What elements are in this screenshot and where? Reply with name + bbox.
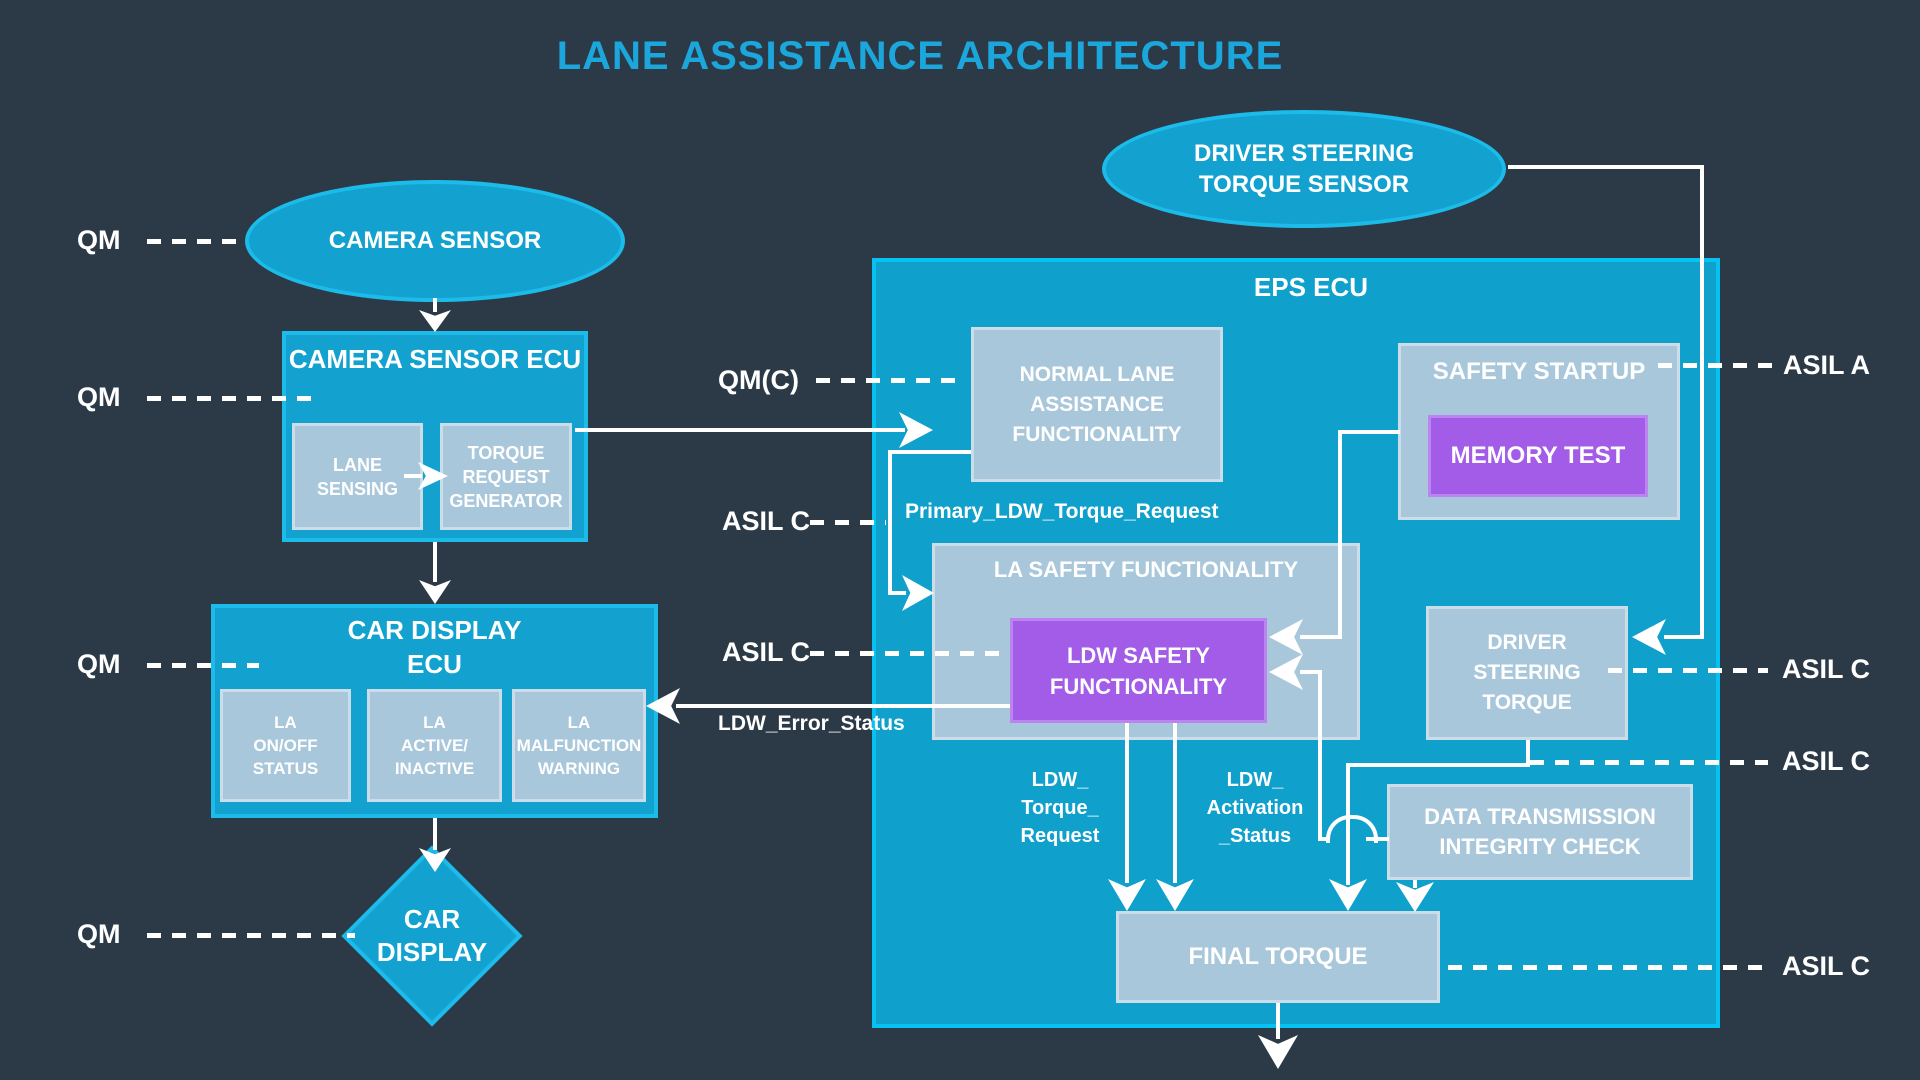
torque-sensor-line-vertical <box>1700 165 1704 639</box>
asil-c-driver-steering-torque-dash <box>1608 668 1768 673</box>
memory-test-box: MEMORY TEST <box>1428 415 1648 497</box>
qm-label-car-display: QM <box>77 919 121 949</box>
torque-sensor-line-bottom <box>1664 635 1704 639</box>
data-check-to-ldw-line-stub-left <box>1318 837 1330 841</box>
asil-c-label-primary-request: ASIL C <box>722 506 811 536</box>
asil-a-safety-startup-dash <box>1658 363 1772 368</box>
page-title: LANE ASSISTANCE ARCHITECTURE <box>556 34 1284 78</box>
data-check-to-final-line <box>1413 880 1417 888</box>
asil-a-label-safety-startup: ASIL A <box>1783 350 1871 380</box>
camera-sensor-to-ecu-line <box>433 298 437 312</box>
safety-startup-to-ldw-line-vertical <box>1338 430 1342 639</box>
camera-ecu-to-display-ecu-line <box>433 542 437 582</box>
driver-steering-torque-sensor-label: DRIVER STEERING TORQUE SENSOR <box>1193 140 1415 198</box>
asil-c-label-final-torque: ASIL C <box>1782 951 1871 981</box>
qmc-normal-lane-dash <box>816 378 964 383</box>
qm-label-camera-ecu: QM <box>77 382 121 412</box>
asil-c-ldw-safety-dash <box>810 651 1006 656</box>
line-crossing-hop-icon <box>1326 815 1378 843</box>
dst-to-final-line-vertical <box>1346 763 1350 885</box>
la-malfunction-warning-box: LA MALFUNCTION WARNING <box>512 689 646 802</box>
final-torque-label: FINAL TORQUE <box>1188 943 1368 970</box>
lane-sensing-label: LANE SENSING <box>316 454 399 499</box>
la-safety-functionality-label: LA SAFETY FUNCTIONALITY <box>993 557 1299 582</box>
qm-camera-sensor-dash <box>147 239 247 244</box>
dst-to-final-line-horizontal <box>1346 763 1530 767</box>
safety-startup-label: SAFETY STARTUP <box>1432 358 1646 385</box>
eps-ecu-title: EPS ECU <box>1253 272 1369 302</box>
driver-steering-torque-label: DRIVER STEERING TORQUE <box>1473 631 1581 714</box>
asil-c-label-data-check: ASIL C <box>1782 746 1871 776</box>
normal-lane-to-la-safety-line-top <box>888 450 971 454</box>
ldw-torque-request-line <box>1125 723 1129 883</box>
qmc-label-normal-lane: QM(C) <box>718 365 799 395</box>
qm-car-display-dash <box>147 933 355 938</box>
ldw-safety-functionality-label: LDW SAFETY FUNCTIONALITY <box>1049 642 1228 699</box>
camera-ecu-to-eps-line <box>575 428 905 432</box>
final-torque-output-line <box>1276 1003 1280 1039</box>
normal-lane-assistance-functionality-label: NORMAL LANE ASSISTANCE FUNCTIONALITY <box>1012 362 1182 446</box>
driver-steering-torque-box: DRIVER STEERING TORQUE <box>1426 606 1628 740</box>
la-on-off-status-box: LA ON/OFF STATUS <box>220 689 351 802</box>
driver-steering-torque-sensor-ellipse: DRIVER STEERING TORQUE SENSOR <box>1102 110 1506 228</box>
normal-lane-assistance-functionality-box: NORMAL LANE ASSISTANCE FUNCTIONALITY <box>971 327 1223 482</box>
asil-c-label-ldw-safety: ASIL C <box>722 637 811 667</box>
ldw-error-status-line <box>676 704 1010 708</box>
data-check-to-ldw-line-vertical <box>1318 670 1322 841</box>
qm-label-camera-sensor: QM <box>77 225 121 255</box>
data-transmission-integrity-check-label: DATA TRANSMISSION INTEGRITY CHECK <box>1424 804 1656 859</box>
data-check-to-ldw-line-top <box>1300 670 1322 674</box>
camera-ecu-to-display-ecu-arrowhead-icon <box>419 580 451 604</box>
ldw-error-status-label: LDW_Error_Status <box>718 712 905 735</box>
asil-c-data-check-dash <box>1530 760 1768 765</box>
display-ecu-to-display-line <box>433 818 437 850</box>
safety-startup-to-ldw-line-bottom <box>1300 635 1342 639</box>
primary-ldw-torque-request-label: Primary_LDW_Torque_Request <box>905 500 1219 523</box>
camera-sensor-ecu-label: CAMERA SENSOR ECU <box>288 344 582 374</box>
qm-car-display-ecu-dash <box>147 663 259 668</box>
normal-lane-to-la-safety-line-vertical <box>888 450 892 595</box>
qm-label-car-display-ecu: QM <box>77 649 121 679</box>
camera-sensor-label: CAMERA SENSOR <box>328 227 542 254</box>
asil-c-final-torque-dash <box>1448 965 1768 970</box>
asil-c-primary-request-dash <box>810 520 886 525</box>
safety-startup-to-ldw-line-top <box>1338 430 1400 434</box>
normal-lane-to-la-safety-line-bottom <box>892 591 906 595</box>
car-display-label: CAR DISPLAY <box>376 904 488 967</box>
qm-camera-ecu-dash <box>147 396 320 401</box>
camera-sensor-to-ecu-arrowhead-icon <box>419 310 451 332</box>
lane-sensing-to-generator-line <box>404 474 422 478</box>
lane-sensing-box: LANE SENSING <box>292 423 423 530</box>
asil-c-label-driver-steering-torque: ASIL C <box>1782 654 1871 684</box>
data-transmission-integrity-check-box: DATA TRANSMISSION INTEGRITY CHECK <box>1387 784 1693 880</box>
la-on-off-status-label: LA ON/OFF STATUS <box>252 713 319 778</box>
final-torque-output-arrowhead-icon <box>1258 1035 1298 1069</box>
torque-request-generator-box: TORQUE REQUEST GENERATOR <box>440 423 572 530</box>
ldw-activation-status-line <box>1173 723 1177 883</box>
dst-to-final-line-drop <box>1526 740 1530 767</box>
ldw-activation-status-label: LDW_ Activation _Status <box>1206 769 1304 847</box>
la-active-inactive-box: LA ACTIVE/ INACTIVE <box>367 689 502 802</box>
torque-sensor-line-top <box>1508 165 1704 169</box>
car-display-ecu-label: CAR DISPLAY ECU <box>347 615 522 679</box>
la-active-inactive-label: LA ACTIVE/ INACTIVE <box>394 713 475 778</box>
torque-request-generator-label: TORQUE REQUEST GENERATOR <box>449 442 563 511</box>
ldw-torque-request-label: LDW_ Torque_ Request <box>1020 769 1100 847</box>
camera-sensor-ellipse: CAMERA SENSOR <box>245 180 625 302</box>
memory-test-label: MEMORY TEST <box>1450 442 1626 469</box>
la-malfunction-warning-label: LA MALFUNCTION WARNING <box>516 713 642 778</box>
ldw-safety-functionality-box: LDW SAFETY FUNCTIONALITY <box>1010 618 1267 723</box>
final-torque-box: FINAL TORQUE <box>1116 911 1440 1003</box>
